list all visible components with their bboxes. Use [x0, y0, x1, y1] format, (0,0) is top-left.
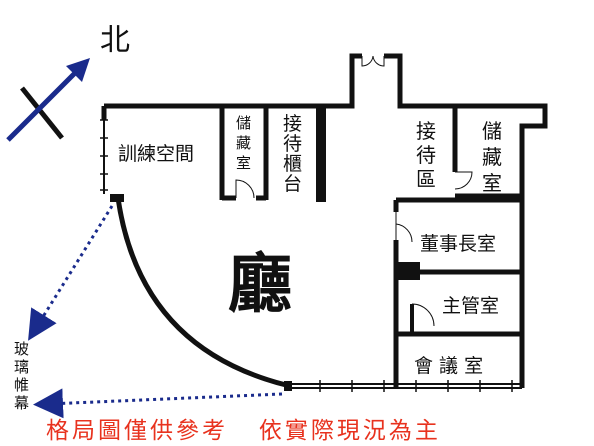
svg-text:璃: 璃	[14, 358, 29, 376]
wall-post	[110, 194, 124, 202]
svg-text:藏: 藏	[482, 145, 502, 169]
door-swing	[395, 212, 413, 243]
svg-text:儲: 儲	[482, 119, 502, 143]
room-manager-label: 主管室	[442, 295, 499, 317]
door-swing	[411, 303, 435, 327]
door-swing	[454, 171, 473, 190]
svg-text:室: 室	[236, 154, 251, 172]
compass: 北	[6, 23, 130, 142]
curved-glass-wall	[115, 197, 291, 389]
wall-post	[396, 262, 420, 280]
walls	[101, 53, 548, 389]
svg-text:玻: 玻	[14, 340, 29, 358]
room-chairman-label: 董事長室	[420, 233, 496, 255]
svg-text:儲: 儲	[236, 114, 251, 132]
north-arrow-icon	[66, 58, 90, 82]
room-training-label: 訓練空間	[118, 143, 194, 165]
glass-pointer-arrow	[28, 205, 114, 341]
room-reception-area-label: 接 待 區	[416, 119, 436, 191]
north-label: 北	[100, 23, 130, 58]
compass-cross-line	[20, 86, 64, 140]
storage-left-walls	[219, 106, 269, 201]
left-window	[100, 119, 108, 191]
svg-text:待: 待	[283, 133, 302, 155]
bottom-window	[319, 380, 513, 392]
svg-text:接: 接	[416, 119, 436, 143]
reception-counter-block	[316, 108, 326, 202]
footer-disclaimer: 格局圖僅供參考 依實際現況為主	[46, 418, 441, 444]
svg-text:台: 台	[283, 173, 302, 195]
svg-text:藏: 藏	[236, 134, 251, 152]
svg-text:帷: 帷	[14, 376, 29, 394]
svg-text:區: 區	[416, 167, 436, 191]
entrance-door	[361, 55, 385, 67]
room-storage-right-label: 儲 藏 室	[482, 119, 502, 195]
room-storage-left-label: 儲 藏 室	[236, 114, 251, 172]
wall-post	[284, 381, 292, 391]
svg-text:室: 室	[482, 171, 502, 195]
svg-text:櫃: 櫃	[283, 153, 302, 175]
svg-text:待: 待	[416, 143, 436, 167]
room-reception-counter-label: 接 待 櫃 台	[283, 113, 302, 195]
glass-pointer-arrow	[33, 388, 283, 419]
compass-arrow-shaft	[6, 64, 84, 142]
svg-text:幕: 幕	[14, 394, 29, 412]
svg-text:接: 接	[283, 113, 302, 135]
room-meeting-label: 會 議 室	[414, 355, 483, 377]
glass-curtain-label: 玻 璃 帷 幕	[14, 340, 29, 412]
door-swing	[235, 179, 255, 199]
room-hall-label: 廳	[228, 248, 292, 322]
